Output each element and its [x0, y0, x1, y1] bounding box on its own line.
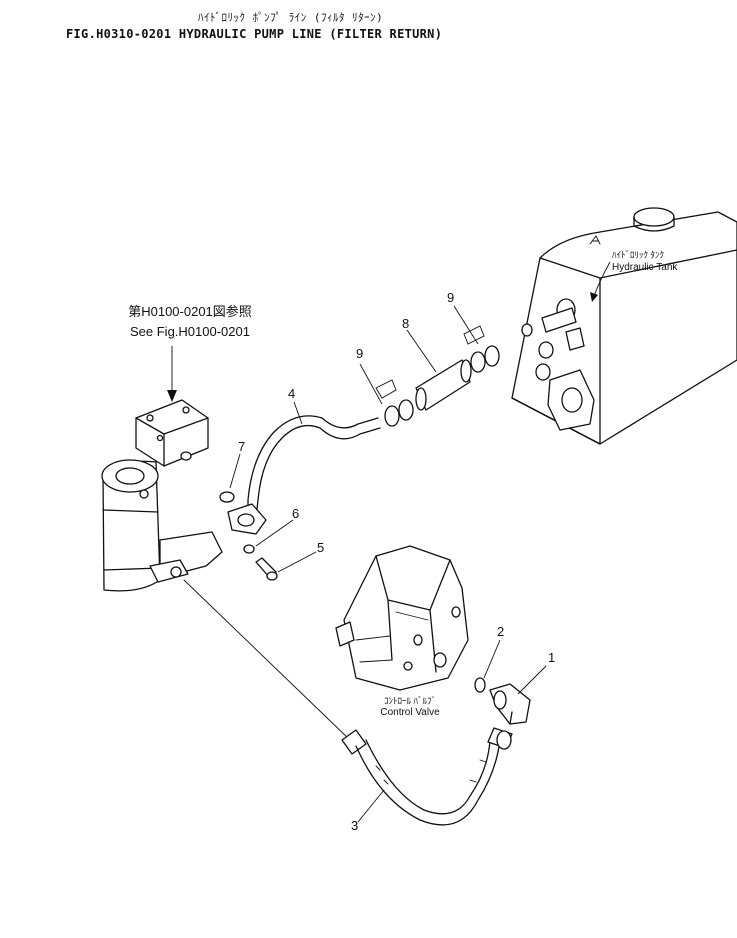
callout-1: 1	[548, 650, 555, 665]
washer-6	[243, 544, 255, 554]
hydraulic-tank	[511, 207, 737, 445]
figure-title: FIG.H0310-0201 HYDRAULIC PUMP LINE (FILT…	[66, 27, 443, 41]
callout-9-upper: 9	[447, 290, 454, 305]
bolt-5	[255, 557, 278, 581]
short-hose	[415, 359, 472, 411]
hose-clamp-lower	[384, 399, 414, 427]
elbow-fitting-1	[489, 683, 531, 725]
hose-clamp-upper	[470, 345, 500, 373]
control-valve-label: Control Valve	[380, 707, 440, 718]
return-pipe	[227, 415, 381, 535]
hydraulic-filter-assembly	[101, 399, 223, 592]
fig-reference: See Fig.H0100-0201	[130, 324, 250, 339]
callout-9-lower: 9	[356, 346, 363, 361]
callout-4: 4	[288, 386, 295, 401]
control-valve-label-jp: ｺﾝﾄﾛｰﾙ ﾊﾞﾙﾌﾞ	[384, 696, 436, 706]
fig-reference-jp: 第H0100-0201図参照	[128, 304, 252, 319]
callout-5: 5	[317, 540, 324, 555]
hydraulic-tank-label: Hydraulic Tank	[612, 262, 678, 273]
callout-3: 3	[351, 818, 358, 833]
callout-6: 6	[292, 506, 299, 521]
figure-title-japanese: ﾊｲﾄﾞﾛﾘｯｸ ﾎﾟﾝﾌﾟ ﾗｲﾝ (ﾌｨﾙﾀ ﾘﾀｰﾝ)	[198, 11, 384, 24]
hydraulic-tank-label-jp: ﾊｲﾄﾞﾛﾘｯｸ ﾀﾝｸ	[612, 250, 664, 260]
callout-8: 8	[402, 316, 409, 331]
callout-7: 7	[238, 439, 245, 454]
control-valve	[335, 545, 469, 691]
o-ring-7	[219, 491, 235, 503]
o-ring-2	[474, 677, 486, 693]
hose-3	[183, 579, 513, 826]
callout-2: 2	[497, 624, 504, 639]
